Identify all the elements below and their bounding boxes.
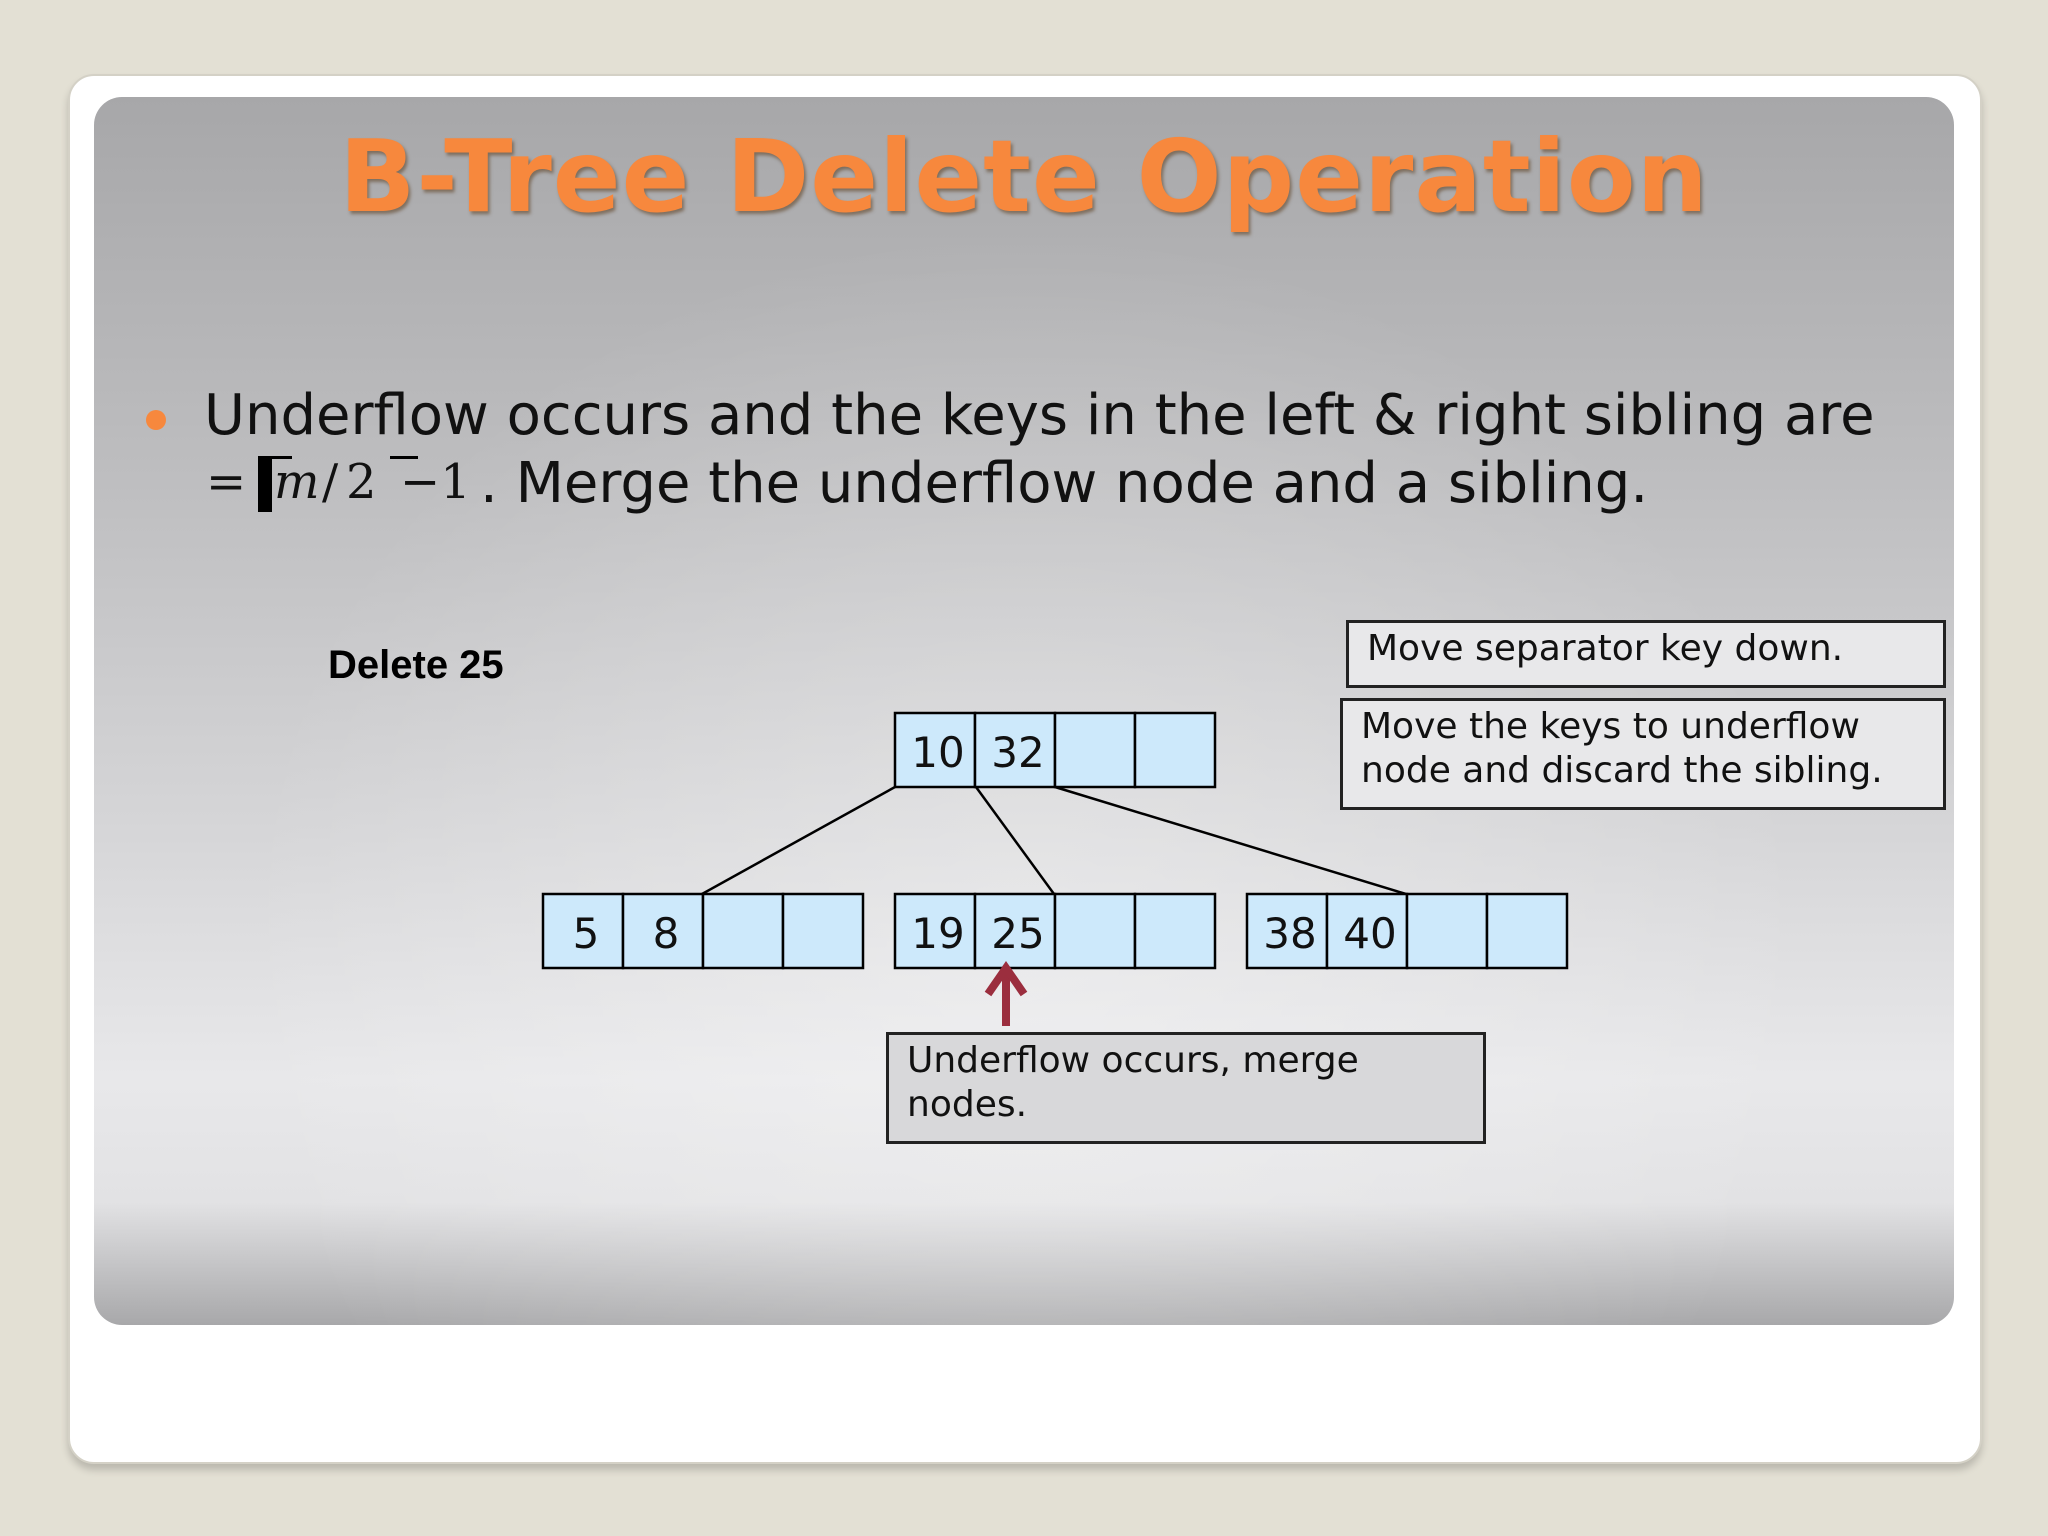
- key-cell: [1405, 892, 1489, 970]
- callout-text-line-1: Underflow occurs, merge: [907, 1040, 1359, 1081]
- edge-root-to-right: [1054, 785, 1407, 896]
- up-arrow-icon: [984, 960, 1028, 1026]
- ceiling-bar-right: [390, 456, 418, 459]
- key-cell: [1133, 892, 1217, 970]
- key-value: 8: [653, 909, 680, 958]
- key-value: 32: [991, 728, 1044, 777]
- formula-equals: =: [206, 454, 247, 510]
- key-cell: [1053, 711, 1137, 789]
- callout-merge-keys: Move the keys to underflow node and disc…: [1340, 698, 1946, 810]
- bullet-text-line-1: Underflow occurs and the keys in the lef…: [204, 383, 1875, 448]
- key-value: 19: [911, 909, 964, 958]
- key-cell: [541, 892, 625, 970]
- key-cell: [1053, 892, 1137, 970]
- ceiling-bracket-left: [258, 456, 272, 512]
- middle-child-node: 19 25: [893, 892, 1217, 970]
- slide-title: B-Tree Delete Operation: [339, 118, 1709, 235]
- callout-text-line-2: node and discard the sibling.: [1361, 750, 1883, 791]
- key-cell: [1485, 892, 1569, 970]
- example-label: Delete 25: [328, 643, 504, 687]
- bullet-text-line-2: . Merge the underflow node and a sibling…: [480, 451, 1649, 516]
- callout-text-line-2: nodes.: [907, 1084, 1028, 1125]
- formula-m: m: [274, 454, 320, 510]
- right-child-node: 38 40: [1245, 892, 1569, 970]
- edge-root-to-left: [701, 785, 896, 896]
- formula-minus-one: −1: [400, 454, 471, 510]
- key-cell: [973, 711, 1057, 789]
- key-cell: [701, 892, 785, 970]
- key-value: 25: [991, 909, 1044, 958]
- root-node: 10 32: [893, 711, 1217, 789]
- key-value: 5: [573, 909, 600, 958]
- key-cell: [893, 892, 977, 970]
- key-value: 38: [1263, 909, 1316, 958]
- ceiling-bar-left: [270, 456, 292, 459]
- bullet-dot: [146, 410, 166, 430]
- callout-text-line-1: Move the keys to underflow: [1361, 706, 1860, 747]
- callout-text: Move separator key down.: [1367, 628, 1844, 669]
- formula-ceil-m-over-2-minus-1: = m / 2 −1: [204, 450, 471, 516]
- callout-move-separator: Move separator key down.: [1346, 620, 1946, 688]
- key-value: 10: [911, 728, 964, 777]
- edge-root-to-middle: [974, 786, 1056, 895]
- formula-two: 2: [346, 454, 377, 510]
- formula-slash: /: [322, 454, 339, 510]
- key-cell: [973, 892, 1057, 970]
- key-cell: [1133, 711, 1217, 789]
- callout-underflow: Underflow occurs, merge nodes.: [886, 1032, 1486, 1144]
- key-cell: [893, 711, 977, 789]
- key-cell: [1325, 892, 1409, 970]
- key-cell: [781, 892, 865, 970]
- key-cell: [621, 892, 705, 970]
- key-cell: [1245, 892, 1329, 970]
- left-child-node: 5 8: [541, 892, 865, 970]
- key-value: 40: [1343, 909, 1396, 958]
